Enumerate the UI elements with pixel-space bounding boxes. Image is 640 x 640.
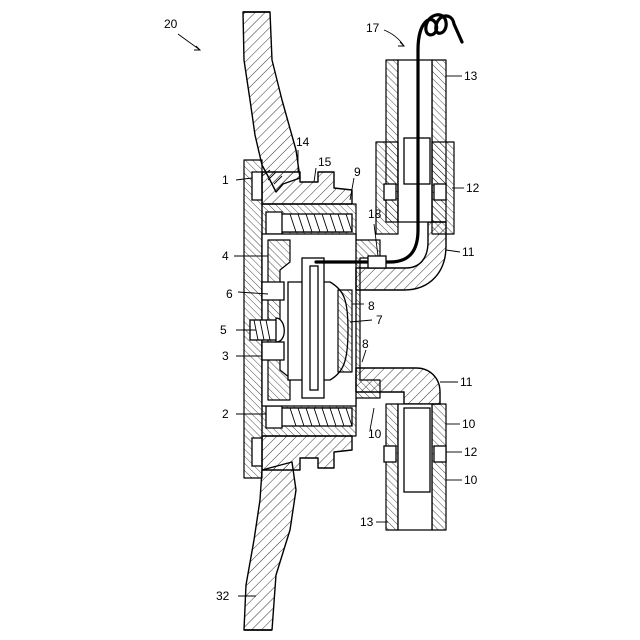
ref-12-bottom: 12 xyxy=(464,445,478,459)
ref-10-a: 10 xyxy=(368,427,382,441)
ref-12-top: 12 xyxy=(466,181,480,195)
clamp-ring-top-14-15 xyxy=(262,170,352,204)
ref-7: 7 xyxy=(376,313,383,327)
clamp-ring-bottom xyxy=(262,436,352,470)
ref-9: 9 xyxy=(354,165,361,179)
ref-15: 15 xyxy=(318,155,332,169)
ref-2: 2 xyxy=(222,407,229,421)
ref-20: 20 xyxy=(164,17,178,31)
ref-32: 32 xyxy=(216,589,230,603)
ref-8-top: 8 xyxy=(368,299,375,313)
tube-lower-13 xyxy=(384,404,446,530)
bolt-top xyxy=(266,212,352,234)
ref-10-c: 10 xyxy=(464,473,478,487)
ref-6: 6 xyxy=(226,287,233,301)
ref-11-top: 11 xyxy=(462,245,475,259)
ref-11-bottom: 11 xyxy=(460,375,473,389)
ref-17: 17 xyxy=(366,21,380,35)
ref-3: 3 xyxy=(222,349,229,363)
ref-8-bottom: 8 xyxy=(362,337,369,351)
ref-13-bottom: 13 xyxy=(360,515,374,529)
bolt-bottom xyxy=(266,406,352,428)
ref-18: 18 xyxy=(368,207,382,221)
ref-1: 1 xyxy=(222,173,229,187)
ref-13-top: 13 xyxy=(464,69,478,83)
ref-14: 14 xyxy=(296,135,310,149)
cover-plate-1 xyxy=(244,160,262,478)
ref-4: 4 xyxy=(222,249,229,263)
tube-upper-13 xyxy=(376,60,454,234)
ref-10-b: 10 xyxy=(462,417,476,431)
ref-5: 5 xyxy=(220,323,227,337)
